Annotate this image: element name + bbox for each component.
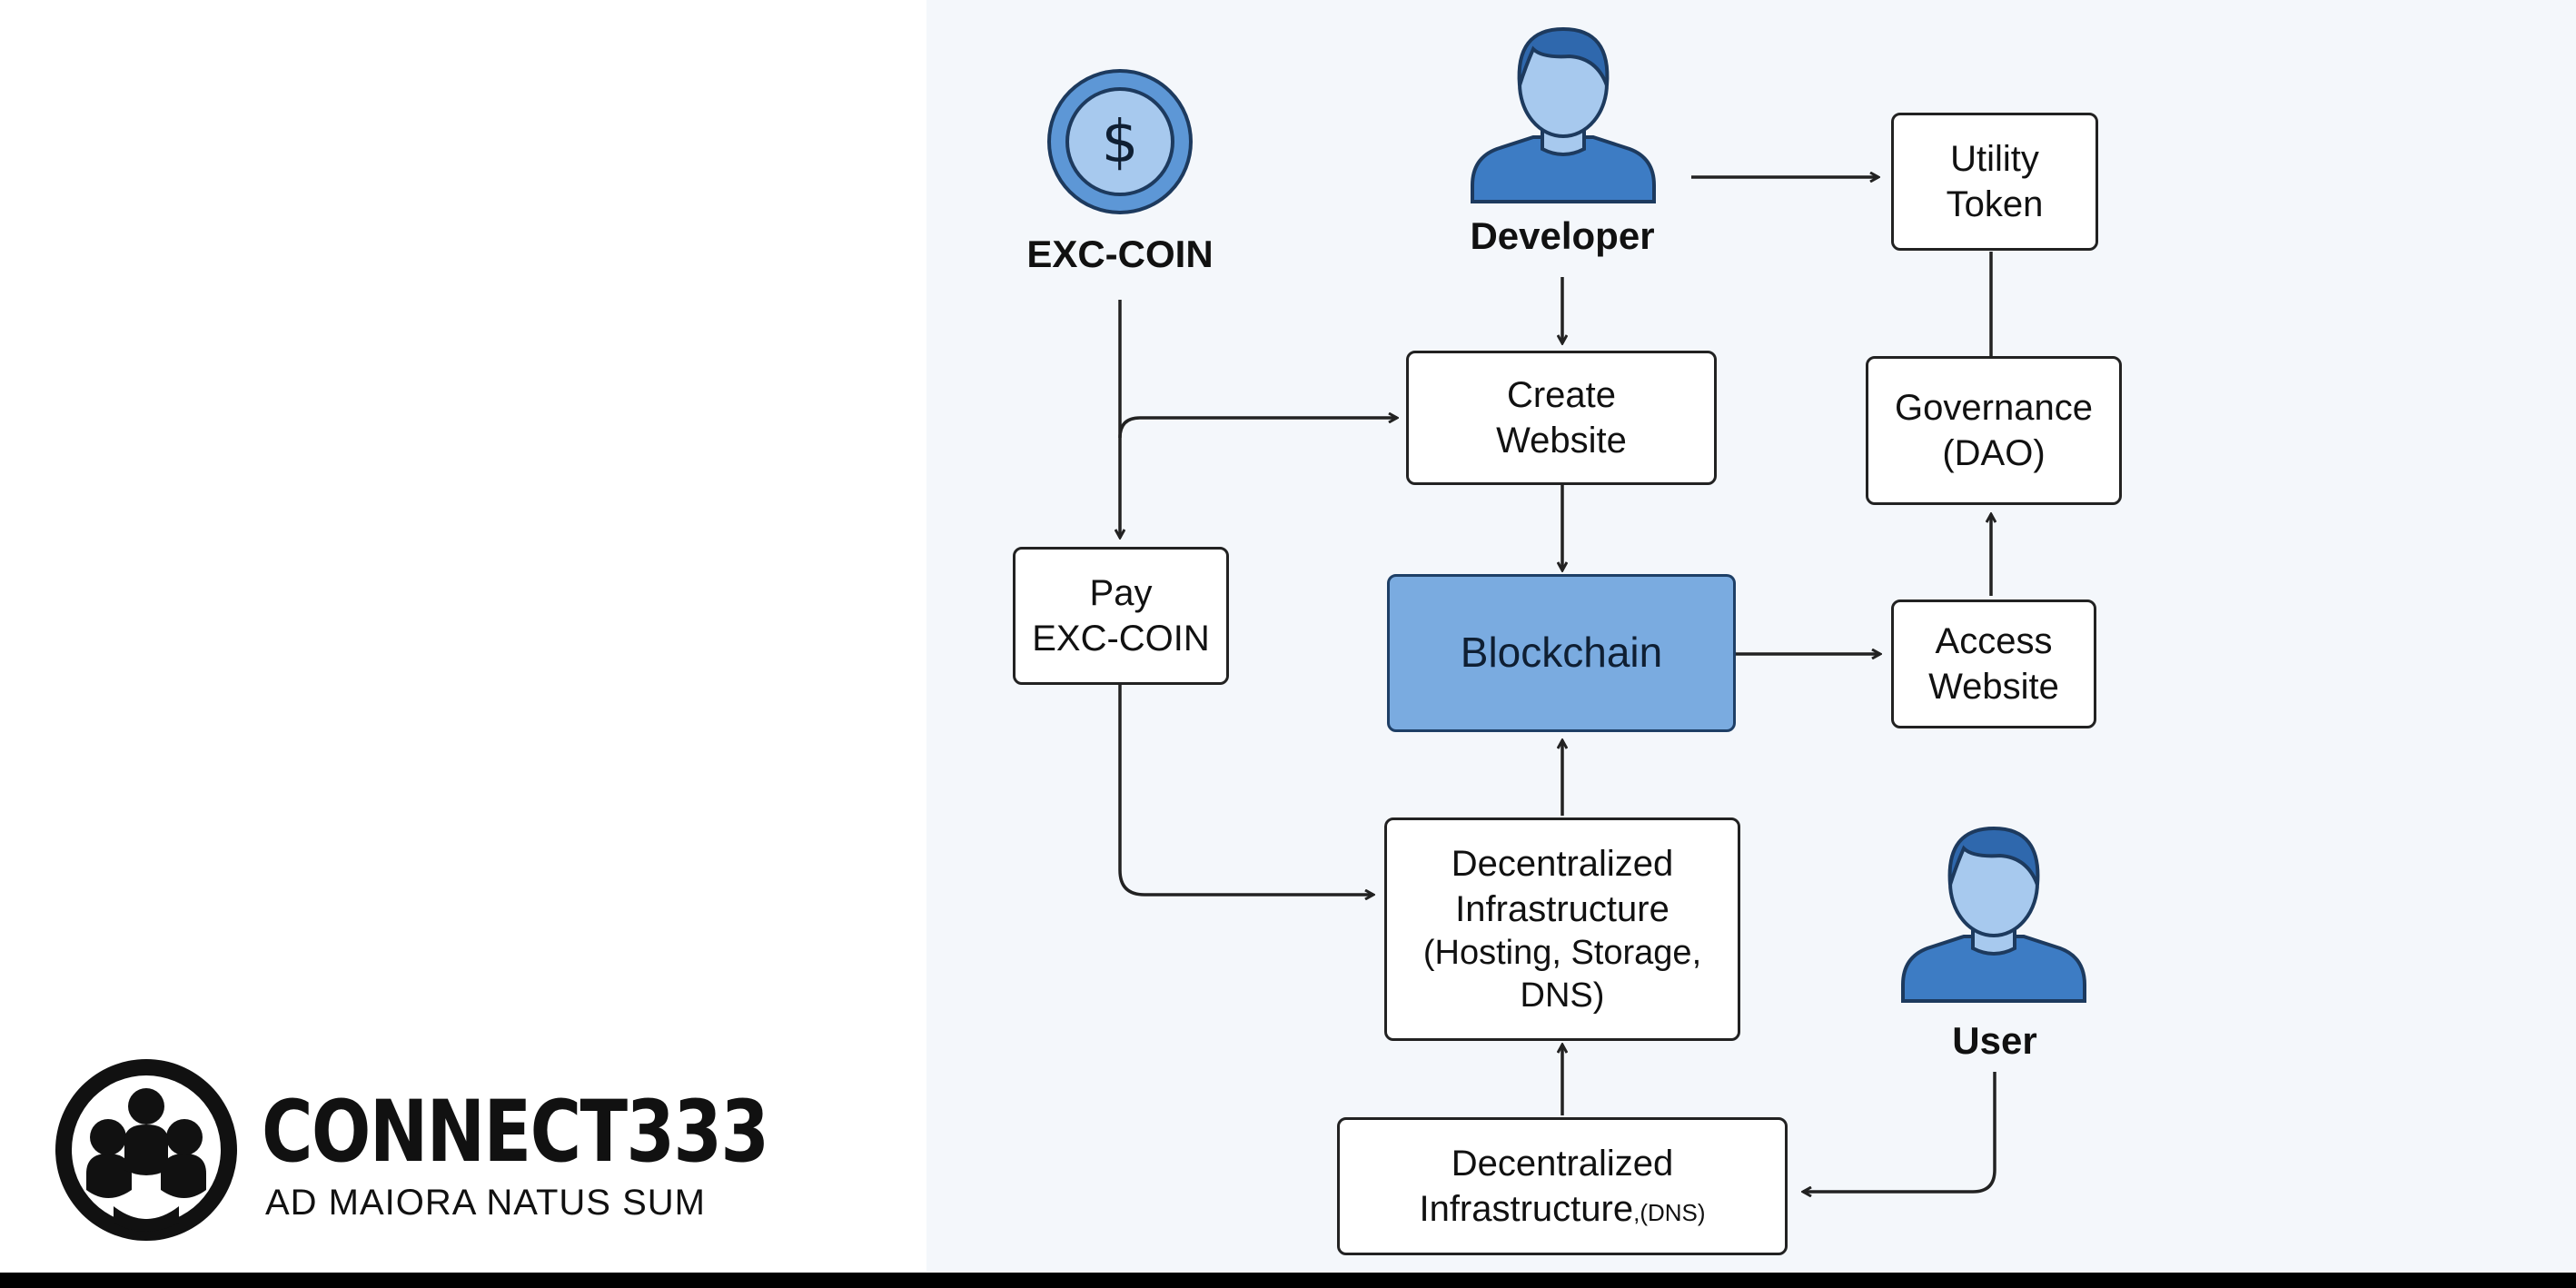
dns-suffix: ,(DNS) (1633, 1199, 1706, 1226)
user-person-icon (1901, 826, 2086, 1003)
utility-token-line2: Token (1946, 184, 2044, 224)
utility-token-node: Utility Token (1891, 113, 2098, 251)
arrow-pay-to-infrastructure (1118, 684, 1373, 895)
access-website-line1: Access (1935, 621, 2053, 661)
create-website-node: Create Website (1406, 351, 1717, 485)
logo-subtitle: AD MAIORA NATUS SUM (265, 1183, 706, 1223)
governance-line2: (DAO) (1942, 433, 2046, 473)
coin-label: EXC-COIN (1026, 233, 1214, 275)
developer-label: Developer (1470, 214, 1655, 257)
blockchain-label: Blockchain (1460, 629, 1663, 677)
infrastructure-line3: (Hosting, Storage, (1422, 933, 1702, 972)
blockchain-node: Blockchain (1387, 574, 1736, 732)
connect333-logo-icon (55, 1059, 237, 1241)
pay-line1: Pay (1089, 573, 1153, 613)
governance-node: Governance (DAO) (1866, 356, 2122, 505)
dns-line1: Decentralized (1451, 1144, 1674, 1184)
create-website-line2: Website (1496, 421, 1627, 461)
access-website-node: Access Website (1891, 599, 2096, 728)
infrastructure-line1: Decentralized (1451, 843, 1674, 884)
pay-line2: EXC-COIN (1032, 619, 1210, 659)
infrastructure-line4: DNS) (1520, 976, 1605, 1015)
decentralized-dns-node: Decentralized Infrastructure,(DNS) (1337, 1117, 1788, 1255)
create-website-line1: Create (1506, 375, 1617, 415)
arrow-user-to-dns (1803, 1072, 1996, 1192)
developer-person-icon (1471, 26, 1656, 203)
user-label: User (1952, 1019, 2037, 1062)
dns-line2-wrap: Infrastructure,(DNS) (1419, 1186, 1705, 1232)
decentralized-infrastructure-node: Decentralized Infrastructure (Hosting, S… (1384, 817, 1740, 1041)
dollar-coin-icon: $ (1047, 69, 1193, 214)
governance-line1: Governance (1895, 388, 2093, 428)
bottom-bar (0, 1273, 2576, 1288)
utility-token-line1: Utility (1950, 139, 2039, 179)
pay-node: Pay EXC-COIN (1013, 547, 1229, 685)
dns-line2: Infrastructure (1419, 1189, 1634, 1229)
access-website-line2: Website (1928, 667, 2059, 707)
infrastructure-line2: Infrastructure (1455, 888, 1669, 929)
arrow-coin-to-create-website (1118, 418, 1397, 439)
logo-title: CONNECT333 (262, 1083, 769, 1182)
svg-text:$: $ (1102, 109, 1139, 176)
